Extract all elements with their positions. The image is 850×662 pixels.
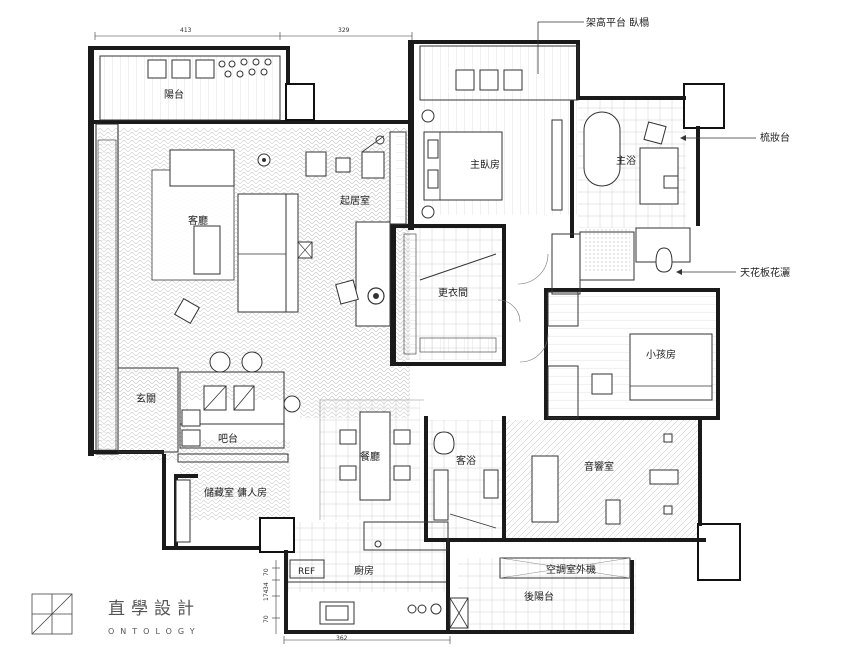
label-vanity: 梳妝台 xyxy=(760,131,790,144)
label-kids-room: 小孩房 xyxy=(646,348,676,361)
plant-icon xyxy=(218,58,272,78)
brand-name-cn: 直學設計 xyxy=(108,599,200,619)
column xyxy=(683,83,725,129)
label-balcony: 陽台 xyxy=(164,88,184,101)
label-rear-balcony: 後陽台 xyxy=(524,590,554,603)
svg-text:34: 34 xyxy=(263,582,270,590)
kitchen-furniture xyxy=(319,597,469,629)
dimension-top: 413 329 xyxy=(94,27,413,40)
dining-table xyxy=(359,411,391,501)
label-ac-outdoor: 空調室外機 xyxy=(546,563,596,576)
dimension-bottom: 362 xyxy=(283,635,451,644)
walls xyxy=(88,40,741,634)
audio-sofa xyxy=(531,455,559,523)
desk-chair xyxy=(335,279,359,305)
label-family-room: 起居室 xyxy=(340,194,370,207)
bathtub xyxy=(583,111,621,187)
shower-area xyxy=(584,228,630,272)
svg-text:70: 70 xyxy=(263,615,270,623)
dining-furniture xyxy=(339,411,411,548)
label-living-room: 客廳 xyxy=(188,214,208,227)
label-ceiling-shower: 天花板花灑 xyxy=(740,266,790,279)
label-master-bath: 主浴 xyxy=(616,155,636,167)
label-walk-in-closet: 更衣間 xyxy=(438,286,468,299)
label-ref: REF xyxy=(298,567,315,577)
interior-lines xyxy=(99,45,691,583)
brand-logo: 直學設計 ONTOLOGY xyxy=(31,593,201,636)
audio-furniture xyxy=(531,433,679,525)
label-storage-maid: 儲藏室 傭人房 xyxy=(204,486,267,499)
desk xyxy=(355,221,391,327)
balcony-furniture xyxy=(147,58,523,91)
armchair xyxy=(169,149,235,187)
doors xyxy=(497,253,549,363)
kids-bed xyxy=(629,333,713,401)
label-guest-bath: 客浴 xyxy=(456,454,476,467)
column xyxy=(259,517,295,553)
svg-text:362: 362 xyxy=(336,635,348,642)
bay-floor xyxy=(420,46,580,100)
svg-text:329: 329 xyxy=(338,27,350,34)
dimension-left-bottom: 70 34 174 70 xyxy=(263,560,280,634)
bedroom-furniture xyxy=(403,109,713,401)
svg-text:70: 70 xyxy=(263,568,270,576)
kitchen-floor xyxy=(287,522,447,592)
svg-text:174: 174 xyxy=(263,589,270,601)
brand-name-en: ONTOLOGY xyxy=(108,627,201,636)
label-master-bedroom: 主臥房 xyxy=(470,158,500,171)
toilet-icon xyxy=(655,247,673,273)
lounge-chair xyxy=(174,298,200,324)
coffee-table xyxy=(193,225,221,275)
label-bay-platform: 架高平台 臥榻 xyxy=(586,16,649,29)
label-kitchen: 廚房 xyxy=(354,564,374,577)
label-entrance: 玄關 xyxy=(136,392,156,405)
bath-fixtures xyxy=(433,111,679,529)
label-bar: 吧台 xyxy=(218,432,238,445)
label-dining: 餐廳 xyxy=(360,450,380,463)
stove-icon xyxy=(407,604,417,614)
label-audio-room: 音響室 xyxy=(584,460,614,473)
toilet-icon xyxy=(433,431,455,455)
living-furniture xyxy=(97,131,407,543)
svg-text:413: 413 xyxy=(180,27,192,34)
annotation-leaders xyxy=(537,21,756,275)
column xyxy=(285,83,315,121)
basin-icon xyxy=(663,175,679,189)
column xyxy=(697,523,741,581)
